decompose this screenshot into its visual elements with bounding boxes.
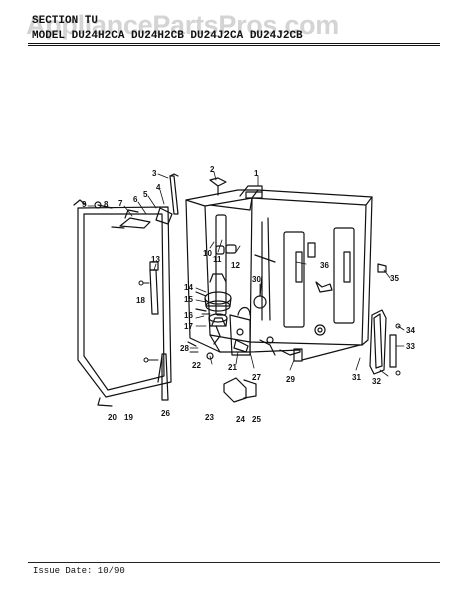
tub-body [185,185,373,362]
callout-20: 20 [108,413,117,422]
callout-28: 28 [180,344,189,353]
callout-1: 1 [254,169,259,178]
callout-2: 2 [210,165,215,174]
leader-lines [87,171,405,377]
callout-32: 32 [372,377,381,386]
model-label: MODEL DU24H2CA DU24H2CB DU24J2CA DU24J2C… [32,30,303,42]
callout-10: 10 [203,249,212,258]
callout-34: 34 [406,326,415,335]
callout-14: 14 [184,283,193,292]
callout-16: 16 [184,311,193,320]
callout-24: 24 [236,415,245,424]
callout-7: 7 [118,199,123,208]
callout-31: 31 [352,373,361,382]
callout-3: 3 [152,169,157,178]
callout-11: 11 [213,255,222,264]
callout-25: 25 [252,415,261,424]
callout-9: 9 [82,200,87,209]
callout-18: 18 [136,296,145,305]
callout-27: 27 [252,373,261,382]
callout-35: 35 [390,274,399,283]
callout-13: 13 [151,255,160,264]
callout-6: 6 [133,195,138,204]
callout-23: 23 [205,413,214,422]
callout-labels: 1 2 3 4 5 6 7 8 9 10 11 12 13 14 15 16 1… [82,165,415,424]
issue-date: Issue Date: 10/90 [33,566,125,576]
callout-15: 15 [184,295,193,304]
callout-29: 29 [286,375,295,384]
footer-divider [28,562,440,563]
header-divider-inner [28,45,440,46]
callout-17: 17 [184,322,193,331]
callout-21: 21 [228,363,237,372]
side-parts [149,261,397,403]
door-frame [73,199,172,407]
callout-22: 22 [192,361,201,370]
hinge-brackets [94,173,227,229]
callout-8: 8 [104,200,109,209]
watermark: AppliancePartsPros.com [26,10,340,40]
callout-30: 30 [252,275,261,284]
header-divider [28,43,440,44]
fasteners [138,280,401,376]
section-label: SECTION TU [32,15,99,27]
callout-36: 36 [320,261,329,270]
callout-12: 12 [231,261,240,270]
callout-33: 33 [406,342,415,351]
callout-19: 19 [124,413,133,422]
callout-4: 4 [156,183,161,192]
callout-26: 26 [161,409,170,418]
callout-5: 5 [143,190,148,199]
